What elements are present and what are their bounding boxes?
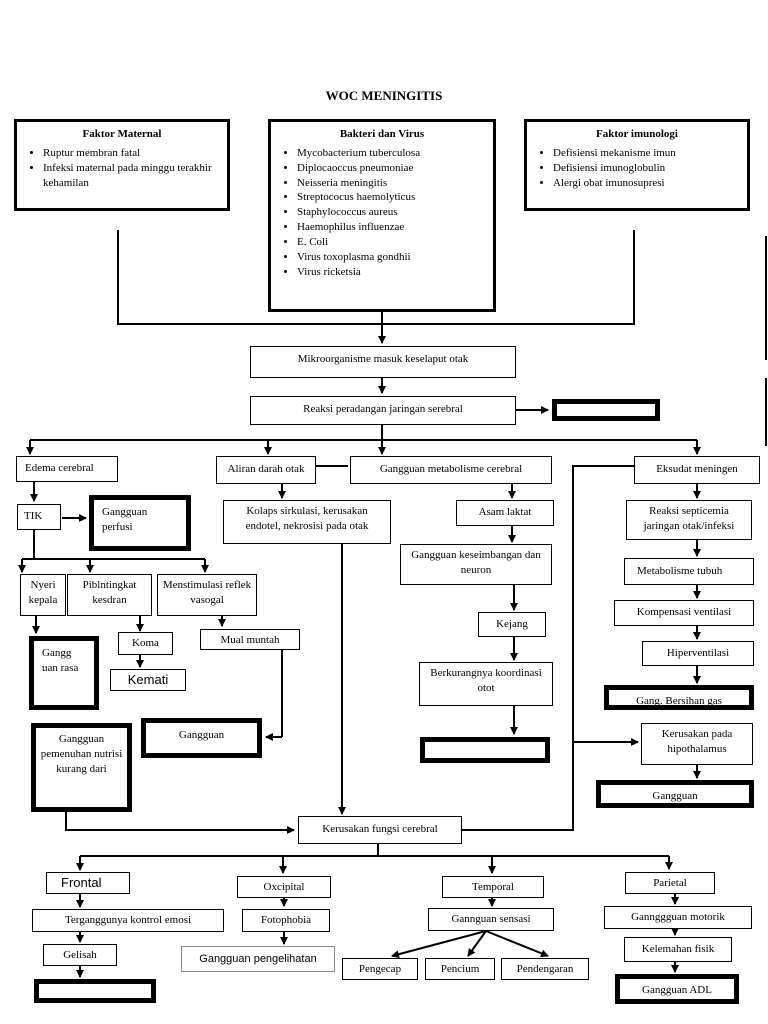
node-tik: TIK bbox=[17, 504, 61, 530]
cause-item: Virus toxoplasma gondhii bbox=[297, 250, 493, 265]
maternal-factor-heading: Faktor Maternal bbox=[82, 128, 162, 140]
immunology-factor-heading: Faktor imunologi bbox=[595, 128, 678, 140]
rasa-label: Gangg uan rasa bbox=[42, 647, 79, 674]
node-clipped-diagnosis-top bbox=[552, 399, 660, 421]
node-koordinasi: Berkurangnya koordinasi otot bbox=[419, 662, 553, 706]
node-piblntingkat: Piblntingkat kesdran bbox=[67, 574, 152, 616]
cause-item: Haemophilus influenzae bbox=[297, 220, 493, 235]
cause-item: Alergi obat imunosupresi bbox=[553, 176, 747, 191]
immunology-factor-box: Faktor imunologi Defisiensi mekanisme im… bbox=[524, 119, 750, 211]
node-fotophobia: Fotophobia bbox=[242, 909, 330, 932]
node-pencium: Pencium bbox=[425, 958, 495, 980]
node-pengecap: Pengecap bbox=[342, 958, 418, 980]
node-kelemahan-fisik: Kelemahan fisik bbox=[624, 937, 732, 962]
node-clipped-diagnosis-mid bbox=[420, 737, 550, 763]
cause-item: Diplocaoccus pneumoniae bbox=[297, 161, 493, 176]
node-metabolisme-tubuh: Metabolisme tubuh bbox=[624, 558, 754, 585]
cause-item: Defisiensi imunoglobulin bbox=[553, 161, 747, 176]
node-clipped-diagnosis-bottom-left bbox=[34, 979, 156, 1003]
node-keseimbangan: Gangguan keseimbangan dan neuron bbox=[400, 544, 552, 585]
node-gangguan-nutrisi: Gangguan pemenuhan nutrisi kurang dari bbox=[31, 723, 132, 812]
perfusi-label: Gangguan perfusi bbox=[102, 506, 148, 533]
node-oxcipital: Oxcipital bbox=[237, 876, 331, 898]
node-reaksi-peradangan: Reaksi peradangan jaringan serebral bbox=[250, 396, 516, 425]
bacteria-virus-box: Bakteri dan Virus Mycobacterium tubercul… bbox=[268, 119, 496, 312]
node-menstimulasi: Menstimulasi reflek vasogal bbox=[157, 574, 257, 616]
node-koma: Koma bbox=[118, 632, 173, 655]
node-mual-muntah: Mual muntah bbox=[200, 629, 300, 650]
node-kontrol-emosi: Terganggunya kontrol emosi bbox=[32, 909, 224, 932]
cause-item: Ruptur membran fatal bbox=[43, 146, 227, 161]
node-edema-cerebral: Edema cerebral bbox=[16, 456, 118, 482]
node-pendengaran: Pendengaran bbox=[501, 958, 589, 980]
node-kolaps: Kolaps sirkulasi, kerusakan endotel, nek… bbox=[223, 500, 391, 544]
node-gangguan-right: Gangguan bbox=[596, 780, 754, 808]
cause-item: Staphylococcus aureus bbox=[297, 205, 493, 220]
cause-item: Mycobacterium tuberculosa bbox=[297, 146, 493, 161]
node-gangguan-pengelihatan: Gangguan pengelihatan bbox=[181, 946, 335, 972]
node-bersihan-gas: Gang. Bersihan gas bbox=[604, 685, 754, 710]
node-kematian: Kemati bbox=[110, 669, 186, 691]
node-hipothalamus: Kerusakan pada hipothalamus bbox=[641, 723, 753, 765]
page-title: WOC MENINGITIS bbox=[325, 88, 443, 103]
node-aliran-darah: Aliran darah otak bbox=[216, 456, 316, 484]
node-eksudat-meningen: Eksudat meningen bbox=[634, 456, 760, 484]
node-mikroorganisme: Mikroorganisme masuk keselaput otak bbox=[250, 346, 516, 378]
node-kejang: Kejang bbox=[478, 612, 546, 637]
node-kerusakan-fungsi: Kerusakan fungsi cerebral bbox=[298, 816, 462, 844]
node-nyeri-kepala: Nyeri kepala bbox=[20, 574, 66, 616]
node-temporal: Temporal bbox=[442, 876, 544, 898]
node-metabolisme-cerebral: Gangguan metabolisme cerebral bbox=[350, 456, 552, 484]
maternal-factor-box: Faktor Maternal Ruptur membran fatal Inf… bbox=[14, 119, 230, 211]
node-gangguan-adl: Gangguan ADL bbox=[615, 974, 739, 1004]
node-hiperventilasi: Hiperventilasi bbox=[642, 641, 754, 666]
node-gelisah: Gelisah bbox=[43, 944, 117, 966]
metabolisme-tubuh-label: Metabolisme tubuh bbox=[637, 565, 723, 577]
cause-item: Neisseria meningitis bbox=[297, 176, 493, 191]
cause-item: Virus ricketsia bbox=[297, 265, 493, 280]
node-kompensasi: Kompensasi ventilasi bbox=[614, 600, 754, 626]
node-parietal: Parietal bbox=[625, 872, 715, 894]
node-gangguan-rasa: Gangg uan rasa bbox=[29, 636, 99, 710]
cause-item: E. Coli bbox=[297, 235, 493, 250]
node-reaksi-septicemia: Reaksi septicemia jaringan otak/infeksi bbox=[626, 500, 752, 540]
node-asam-laktat: Asam laktat bbox=[456, 500, 554, 526]
node-gangguan-sensasi: Gannguan sensasi bbox=[428, 908, 554, 931]
node-frontal: Frontal bbox=[46, 872, 130, 894]
bacteria-virus-heading: Bakteri dan Virus bbox=[339, 128, 425, 140]
node-gangguan-mid: Gangguan bbox=[141, 718, 262, 758]
tik-label: TIK bbox=[24, 510, 43, 522]
cause-item: Streptococus haemolyticus bbox=[297, 190, 493, 205]
cause-item: Infeksi maternal pada minggu terakhir ke… bbox=[43, 161, 227, 191]
node-gangguan-motorik: Gannggguan motorik bbox=[604, 906, 752, 929]
node-gangguan-perfusi: Gangguan perfusi bbox=[89, 495, 191, 551]
cause-item: Defisiensi mekanisme imun bbox=[553, 146, 747, 161]
